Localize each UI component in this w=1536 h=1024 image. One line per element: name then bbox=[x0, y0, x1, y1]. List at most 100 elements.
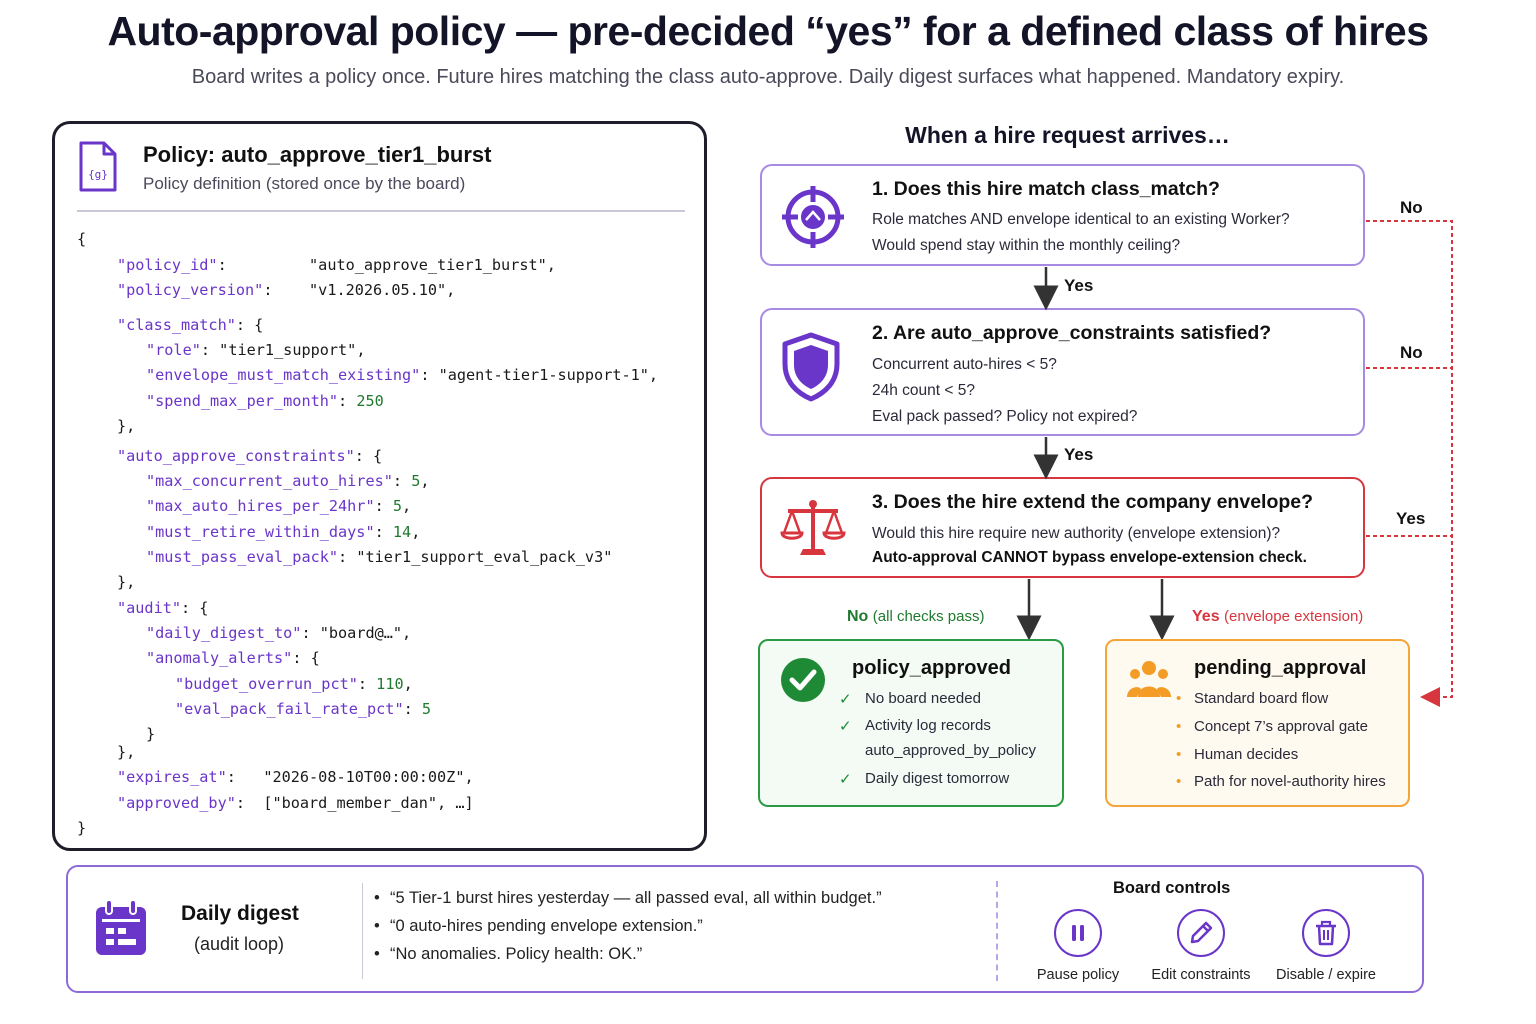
bullet-dot: • bbox=[1176, 746, 1182, 763]
json-punct: : { bbox=[235, 316, 264, 334]
approved-item-text: Activity log records bbox=[865, 717, 991, 734]
json-key: "policy_id" bbox=[117, 256, 218, 274]
bullet-dot: • bbox=[1176, 773, 1182, 790]
pencil-icon bbox=[1190, 921, 1213, 944]
trash-icon bbox=[1316, 920, 1336, 946]
code-line: { bbox=[77, 230, 86, 248]
code-line: "eval_pack_fail_rate_pct": 5 bbox=[175, 700, 431, 718]
branch-yes-strong: Yes bbox=[1192, 608, 1220, 625]
code-line: "policy_id": "auto_approve_tier1_burst", bbox=[117, 256, 556, 274]
page-title: Auto-approval policy — pre-decided “yes”… bbox=[107, 8, 1429, 54]
svg-text:{g}: {g} bbox=[88, 168, 108, 181]
json-number: 250 bbox=[356, 392, 384, 410]
code-line: "max_concurrent_auto_hires": 5, bbox=[146, 472, 430, 490]
no-label: No bbox=[1400, 198, 1423, 217]
target-icon bbox=[782, 186, 844, 248]
json-key: "envelope_must_match_existing" bbox=[146, 366, 421, 384]
code-line: "policy_version": "v1.2026.05.10", bbox=[117, 281, 455, 299]
check-icon: ✓ bbox=[839, 771, 852, 788]
policy-approved-box: policy_approved ✓ No board needed ✓ Acti… bbox=[758, 639, 1064, 807]
json-string: ["board_member_dan", …] bbox=[263, 794, 474, 812]
bullet-dot: • bbox=[1176, 690, 1182, 707]
pause-policy-button[interactable]: Pause policy bbox=[1023, 909, 1133, 983]
approved-item-text: Daily digest tomorrow bbox=[865, 770, 1010, 787]
edit-constraints-button[interactable]: Edit constraints bbox=[1146, 909, 1256, 983]
json-key: "audit" bbox=[117, 599, 182, 617]
json-punct: } bbox=[77, 819, 87, 837]
question-3-box: 3. Does the hire extend the company enve… bbox=[760, 477, 1365, 578]
yes-label: Yes bbox=[1064, 276, 1094, 295]
document-code-icon: {g} bbox=[79, 141, 117, 192]
approved-item: ✓ No board needed bbox=[839, 690, 981, 708]
branch-yes-note: (envelope extension) bbox=[1224, 608, 1364, 625]
json-key: "policy_version" bbox=[117, 281, 264, 299]
json-key: "max_concurrent_auto_hires" bbox=[146, 472, 393, 490]
code-line: }, bbox=[117, 417, 135, 435]
scales-icon bbox=[780, 500, 846, 555]
json-punct: : bbox=[226, 768, 264, 786]
json-punct: : bbox=[392, 472, 412, 490]
edit-constraints-label: Edit constraints bbox=[1151, 967, 1251, 983]
question-1-line: Role matches AND envelope identical to a… bbox=[872, 211, 1290, 228]
code-line: } bbox=[146, 725, 155, 743]
json-string: "2026-08-10T00:00:00Z", bbox=[263, 768, 474, 786]
daily-digest-panel: Daily digest (audit loop) “5 Tier-1 burs… bbox=[66, 865, 1424, 993]
pending-item-text: Concept 7’s approval gate bbox=[1194, 718, 1369, 735]
pending-approval-title: pending_approval bbox=[1194, 657, 1367, 679]
pending-approval-box: pending_approval • Standard board flow •… bbox=[1105, 639, 1410, 807]
disable-expire-label: Disable / expire bbox=[1276, 967, 1376, 983]
calendar-icon bbox=[96, 899, 146, 955]
policy-title: Policy: auto_approve_tier1_burst bbox=[143, 142, 492, 167]
question-1-line: Would spend stay within the monthly ceil… bbox=[872, 237, 1181, 254]
digest-divider bbox=[362, 883, 363, 979]
digest-dashed-divider bbox=[996, 881, 998, 981]
json-punct: : bbox=[420, 366, 439, 384]
json-key: "approved_by" bbox=[117, 794, 236, 812]
json-key: "budget_overrun_pct" bbox=[175, 675, 358, 693]
json-key: "max_auto_hires_per_24hr" bbox=[146, 497, 375, 515]
json-key: "must_pass_eval_pack" bbox=[146, 548, 339, 566]
json-string: "board@…", bbox=[319, 624, 412, 642]
pending-item-text: Standard board flow bbox=[1194, 690, 1329, 707]
question-3-line: Would this hire require new authority (e… bbox=[872, 525, 1281, 542]
json-punct: : bbox=[301, 624, 320, 642]
json-punct: : { bbox=[354, 447, 383, 465]
code-line: "budget_overrun_pct": 110, bbox=[175, 675, 413, 693]
json-number: 5 bbox=[392, 497, 403, 515]
approved-item: ✓ Daily digest tomorrow bbox=[839, 770, 1010, 788]
question-2-line: Concurrent auto-hires < 5? bbox=[872, 356, 1057, 373]
check-icon: ✓ bbox=[839, 691, 852, 708]
policy-subtitle: Policy definition (stored once by the bo… bbox=[143, 174, 466, 193]
code-line: "class_match": { bbox=[117, 316, 263, 334]
yes-label: Yes bbox=[1064, 445, 1094, 464]
flow-heading: When a hire request arrives… bbox=[905, 122, 1230, 148]
pause-icon bbox=[1072, 925, 1084, 941]
json-key: "daily_digest_to" bbox=[146, 624, 302, 642]
pending-item: • Human decides bbox=[1176, 746, 1298, 763]
json-punct: : bbox=[403, 700, 422, 718]
json-punct: , bbox=[420, 472, 430, 490]
shield-icon bbox=[782, 332, 840, 402]
json-punct: : { bbox=[292, 649, 320, 667]
disable-expire-button[interactable]: Disable / expire bbox=[1271, 909, 1381, 983]
code-line: }, bbox=[117, 573, 135, 591]
approved-item-continued: auto_approved_by_policy bbox=[865, 742, 1036, 759]
json-key: "anomaly_alerts" bbox=[146, 649, 293, 667]
question-2-title: 2. Are auto_approve_constraints satisfie… bbox=[872, 322, 1272, 344]
bullet-dot: • bbox=[1176, 718, 1182, 735]
json-punct: }, bbox=[117, 743, 136, 761]
json-key: "must_retire_within_days" bbox=[146, 523, 375, 541]
pending-item: • Path for novel-authority hires bbox=[1176, 773, 1386, 790]
digest-subtitle: (audit loop) bbox=[194, 934, 285, 954]
json-key: "spend_max_per_month" bbox=[146, 392, 339, 410]
branch-yes-label: Yes (envelope extension) bbox=[1192, 608, 1363, 626]
json-punct: , bbox=[402, 497, 412, 515]
code-line: } bbox=[77, 819, 86, 837]
code-line: "approved_by": ["board_member_dan", …] bbox=[117, 794, 474, 812]
json-string: "tier1_support_eval_pack_v3" bbox=[356, 548, 613, 566]
json-string: "auto_approve_tier1_burst", bbox=[309, 256, 556, 274]
json-key: "class_match" bbox=[117, 316, 236, 334]
branch-no-label: No (all checks pass) bbox=[847, 608, 984, 626]
approved-item-text: No board needed bbox=[865, 690, 981, 707]
